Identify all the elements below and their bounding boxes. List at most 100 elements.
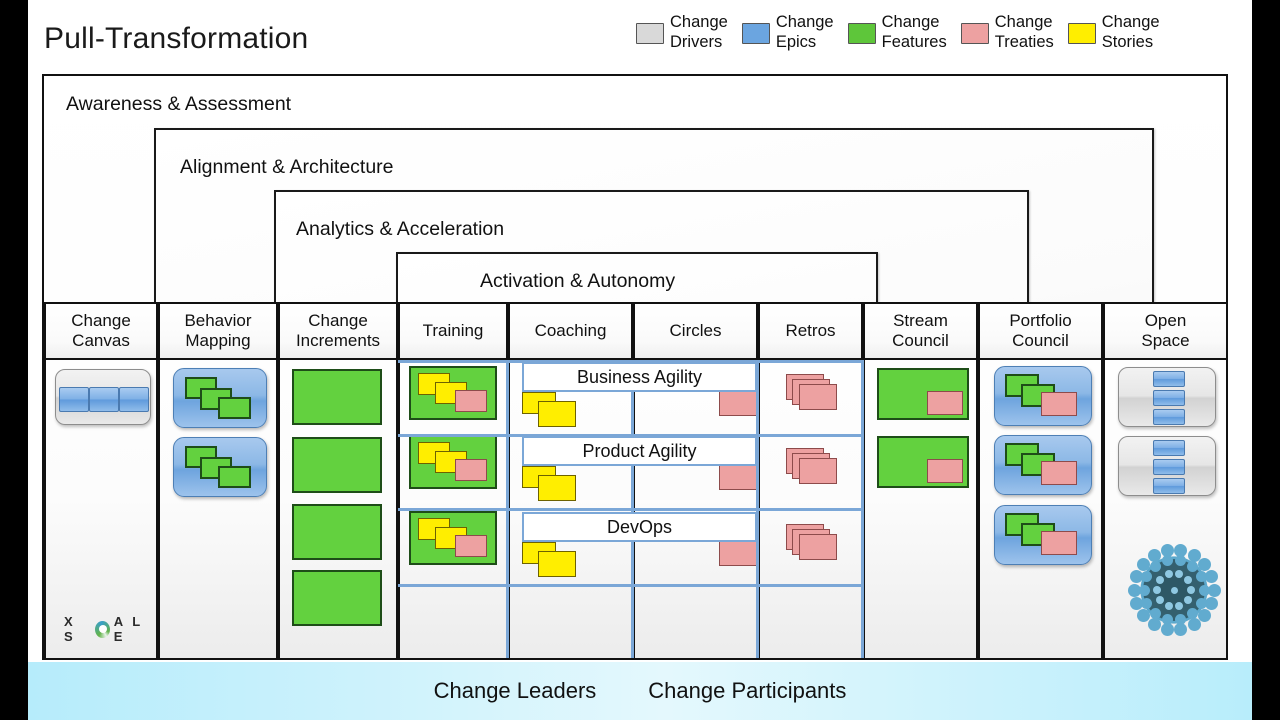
change-epic-card[interactable]: [994, 505, 1092, 565]
mandala-dot: [1149, 561, 1161, 573]
change-feature-card[interactable]: [877, 368, 969, 420]
change-story-card[interactable]: [538, 401, 576, 427]
change-feature-card[interactable]: [409, 366, 497, 420]
column-portfolio-council[interactable]: Portfolio Council: [978, 302, 1103, 658]
change-feature-card[interactable]: [292, 437, 382, 493]
column-change-increments[interactable]: Change Increments: [278, 302, 398, 658]
column-header-change-canvas: Change Canvas: [46, 302, 156, 360]
phase-label-alignment: Alignment & Architecture: [180, 156, 394, 178]
xscale-logo: X S A L E: [64, 614, 156, 644]
mandala-dot: [1183, 576, 1192, 584]
change-treaty-card[interactable]: [719, 390, 757, 416]
column-behavior-mapping[interactable]: Behavior Mapping: [158, 302, 278, 658]
mandala-dot: [1129, 597, 1143, 611]
change-treaty-stack[interactable]: [786, 374, 842, 414]
mandala-dot: [1156, 576, 1165, 584]
lane-title-devops[interactable]: DevOps: [522, 512, 757, 542]
change-feature-card[interactable]: [292, 570, 382, 626]
change-epic-card[interactable]: [173, 437, 267, 497]
mandala-dot: [1205, 597, 1219, 611]
column-body-change-canvas: X S A L E: [46, 360, 156, 658]
change-treaty-card[interactable]: [455, 390, 487, 412]
page-title: Pull-Transformation: [44, 22, 309, 55]
square-swatch-icon: [847, 23, 876, 44]
xscale-c-icon: [94, 620, 110, 638]
change-treaty-card[interactable]: [455, 535, 487, 557]
mandala-dot: [1187, 607, 1199, 619]
column-body-change-increments: [280, 360, 396, 658]
mandala-dot: [1195, 571, 1207, 583]
mandala-dot: [1161, 613, 1173, 625]
lane-column-divider: [756, 360, 759, 658]
driver-segment: [1153, 440, 1185, 456]
column-header-training: Training: [400, 302, 506, 360]
column-body-portfolio-council: [980, 360, 1101, 658]
change-feature-card[interactable]: [292, 504, 382, 560]
change-feature-card[interactable]: [877, 436, 969, 488]
letterbox-right: [1252, 0, 1280, 720]
column-training[interactable]: Training: [398, 302, 508, 658]
change-story-card[interactable]: [538, 475, 576, 501]
legend-item-label: Change Treaties: [994, 13, 1054, 51]
mandala-dot: [1164, 569, 1173, 578]
mandala-dot: [1175, 613, 1187, 625]
column-circles[interactable]: Circles: [633, 302, 758, 658]
legend-item-label: Change Stories: [1101, 13, 1160, 51]
change-treaty-card[interactable]: [927, 391, 963, 415]
mandala-dot: [1136, 609, 1150, 623]
change-epic-card[interactable]: [994, 435, 1092, 495]
column-change-canvas[interactable]: Change Canvas X S A L E: [44, 302, 158, 658]
change-treaty-card[interactable]: [455, 459, 487, 481]
change-feature-card[interactable]: [292, 369, 382, 425]
column-body-training: [400, 360, 506, 658]
lane-separator: [398, 508, 863, 511]
change-story-card[interactable]: [538, 551, 576, 577]
mandala-dot: [1187, 618, 1201, 632]
change-treaty-card[interactable]: [1041, 531, 1077, 555]
column-header-circles: Circles: [635, 302, 756, 360]
mandala-dot: [1170, 586, 1178, 594]
footer-change-participants: Change Participants: [648, 678, 847, 703]
change-treaty-card[interactable]: [719, 540, 757, 566]
xscale-logo-pre: X S: [64, 614, 76, 644]
driver-segment: [1153, 459, 1185, 475]
legend-item-label: Change Epics: [775, 13, 834, 51]
mandala-dot: [1175, 555, 1187, 567]
column-retros[interactable]: Retros: [758, 302, 863, 658]
change-treaty-card[interactable]: [1041, 392, 1077, 416]
change-treaty-card[interactable]: [719, 464, 757, 490]
mandala-dot: [1195, 597, 1207, 609]
change-treaty-stack[interactable]: [786, 448, 842, 488]
change-feature-card[interactable]: [218, 466, 251, 488]
change-treaty-card[interactable]: [1041, 461, 1077, 485]
mandala-dot: [1187, 561, 1199, 573]
mandala-dot: [1156, 595, 1165, 604]
change-driver-card[interactable]: [1118, 436, 1216, 496]
change-treaty-card[interactable]: [927, 459, 963, 483]
driver-segment: [1153, 478, 1185, 494]
xscale-logo-post: A L E: [113, 614, 143, 644]
change-epic-card[interactable]: [173, 368, 267, 428]
open-space-mandala-icon: [1127, 543, 1221, 637]
lane-title-business-agility[interactable]: Business Agility: [522, 362, 757, 392]
letterbox-left: [0, 0, 28, 720]
column-coaching[interactable]: Coaching: [508, 302, 633, 658]
mandala-dot: [1198, 609, 1212, 623]
change-epic-card[interactable]: [994, 366, 1092, 426]
lane-title-product-agility[interactable]: Product Agility: [522, 436, 757, 466]
phase-label-awareness: Awareness & Assessment: [66, 93, 292, 115]
mandala-dot: [1141, 571, 1153, 583]
column-open-space[interactable]: Open Space: [1103, 302, 1226, 658]
change-driver-card[interactable]: [55, 369, 151, 425]
column-stream-council[interactable]: Stream Council: [863, 302, 978, 658]
mandala-dot: [1149, 607, 1161, 619]
change-feature-card[interactable]: [409, 435, 497, 489]
change-treaty-stack[interactable]: [786, 524, 842, 564]
change-driver-card[interactable]: [1118, 367, 1216, 427]
lane-column-divider: [631, 360, 634, 658]
mandala-dot: [1198, 557, 1212, 571]
change-feature-card[interactable]: [409, 511, 497, 565]
change-feature-card[interactable]: [218, 397, 251, 419]
column-body-stream-council: [865, 360, 976, 658]
